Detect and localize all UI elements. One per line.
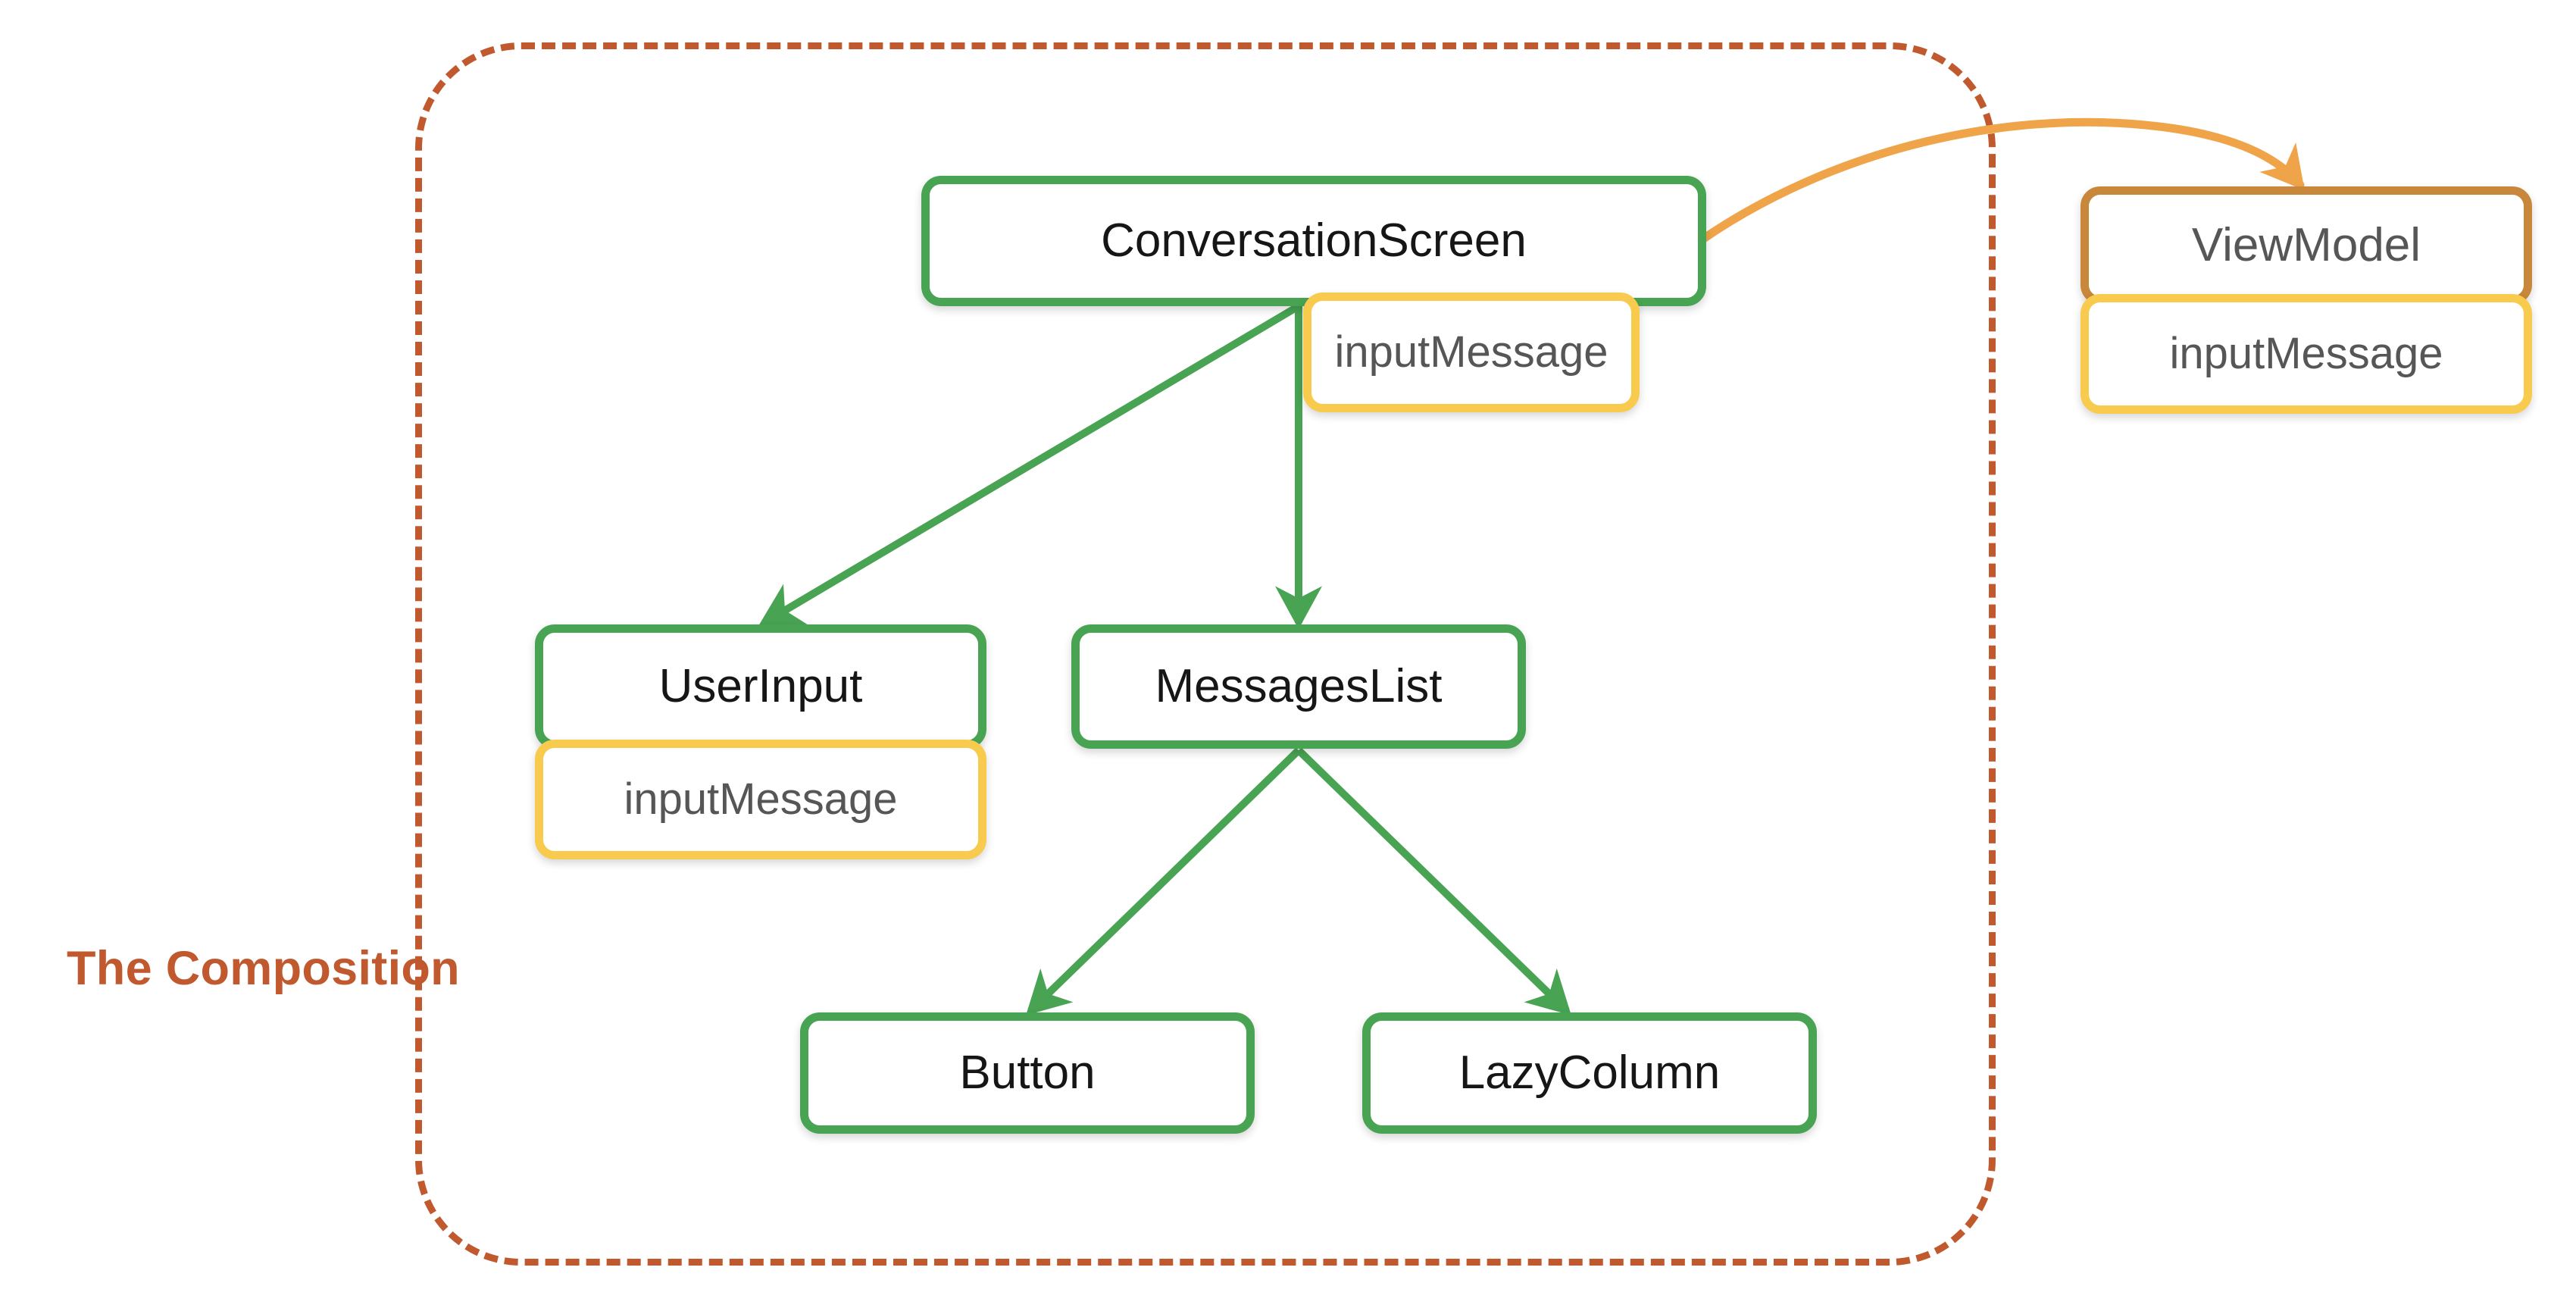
state-chip-viewmodel-inputmessage[interactable]: inputMessage bbox=[2080, 294, 2532, 414]
state-chip-userinput-label: inputMessage bbox=[624, 774, 898, 824]
state-chip-viewmodel-label: inputMessage bbox=[2169, 329, 2443, 378]
node-conversationscreen[interactable]: ConversationScreen bbox=[921, 176, 1706, 306]
node-conversationscreen-label: ConversationScreen bbox=[1101, 214, 1527, 267]
node-viewmodel[interactable]: ViewModel bbox=[2080, 186, 2532, 305]
state-chip-userinput-inputmessage[interactable]: inputMessage bbox=[535, 740, 986, 859]
node-messageslist[interactable]: MessagesList bbox=[1071, 624, 1526, 749]
composition-label: The Composition bbox=[67, 942, 460, 995]
node-messageslist-label: MessagesList bbox=[1155, 660, 1443, 712]
composition-boundary bbox=[415, 42, 1996, 1266]
node-button[interactable]: Button bbox=[800, 1012, 1255, 1134]
node-userinput-label: UserInput bbox=[658, 660, 863, 712]
state-chip-conversationscreen-inputmessage[interactable]: inputMessage bbox=[1303, 293, 1640, 412]
node-viewmodel-label: ViewModel bbox=[2191, 219, 2421, 271]
node-userinput[interactable]: UserInput bbox=[535, 624, 986, 749]
node-lazycolumn[interactable]: LazyColumn bbox=[1362, 1012, 1817, 1134]
state-chip-conversationscreen-label: inputMessage bbox=[1334, 327, 1608, 377]
node-lazycolumn-label: LazyColumn bbox=[1458, 1047, 1721, 1099]
node-button-label: Button bbox=[959, 1047, 1096, 1099]
